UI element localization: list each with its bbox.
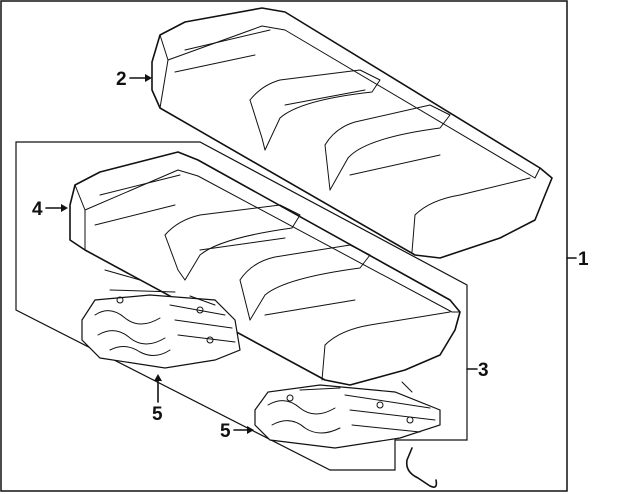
callout-2: 2: [116, 69, 152, 90]
upper-seat-cushion: [151, 7, 553, 259]
left-seat-frame: [81, 269, 241, 369]
callout-5-right: 5: [220, 421, 254, 442]
callout-5-left: 5: [152, 374, 163, 425]
callout-1: 1: [578, 249, 589, 270]
svg-text:5: 5: [152, 404, 163, 425]
diagram-border: [0, 0, 568, 492]
right-seat-frame: [254, 381, 441, 449]
svg-text:3: 3: [478, 360, 489, 381]
svg-text:5: 5: [220, 421, 231, 442]
svg-text:1: 1: [578, 249, 589, 270]
svg-text:2: 2: [116, 69, 127, 90]
subassembly-bracket: [15, 141, 468, 471]
svg-text:4: 4: [32, 199, 43, 220]
callout-3: 3: [478, 360, 489, 381]
retaining-wire: [405, 447, 438, 488]
callout-4: 4: [32, 199, 68, 220]
lower-seat-cushion: [69, 151, 461, 386]
